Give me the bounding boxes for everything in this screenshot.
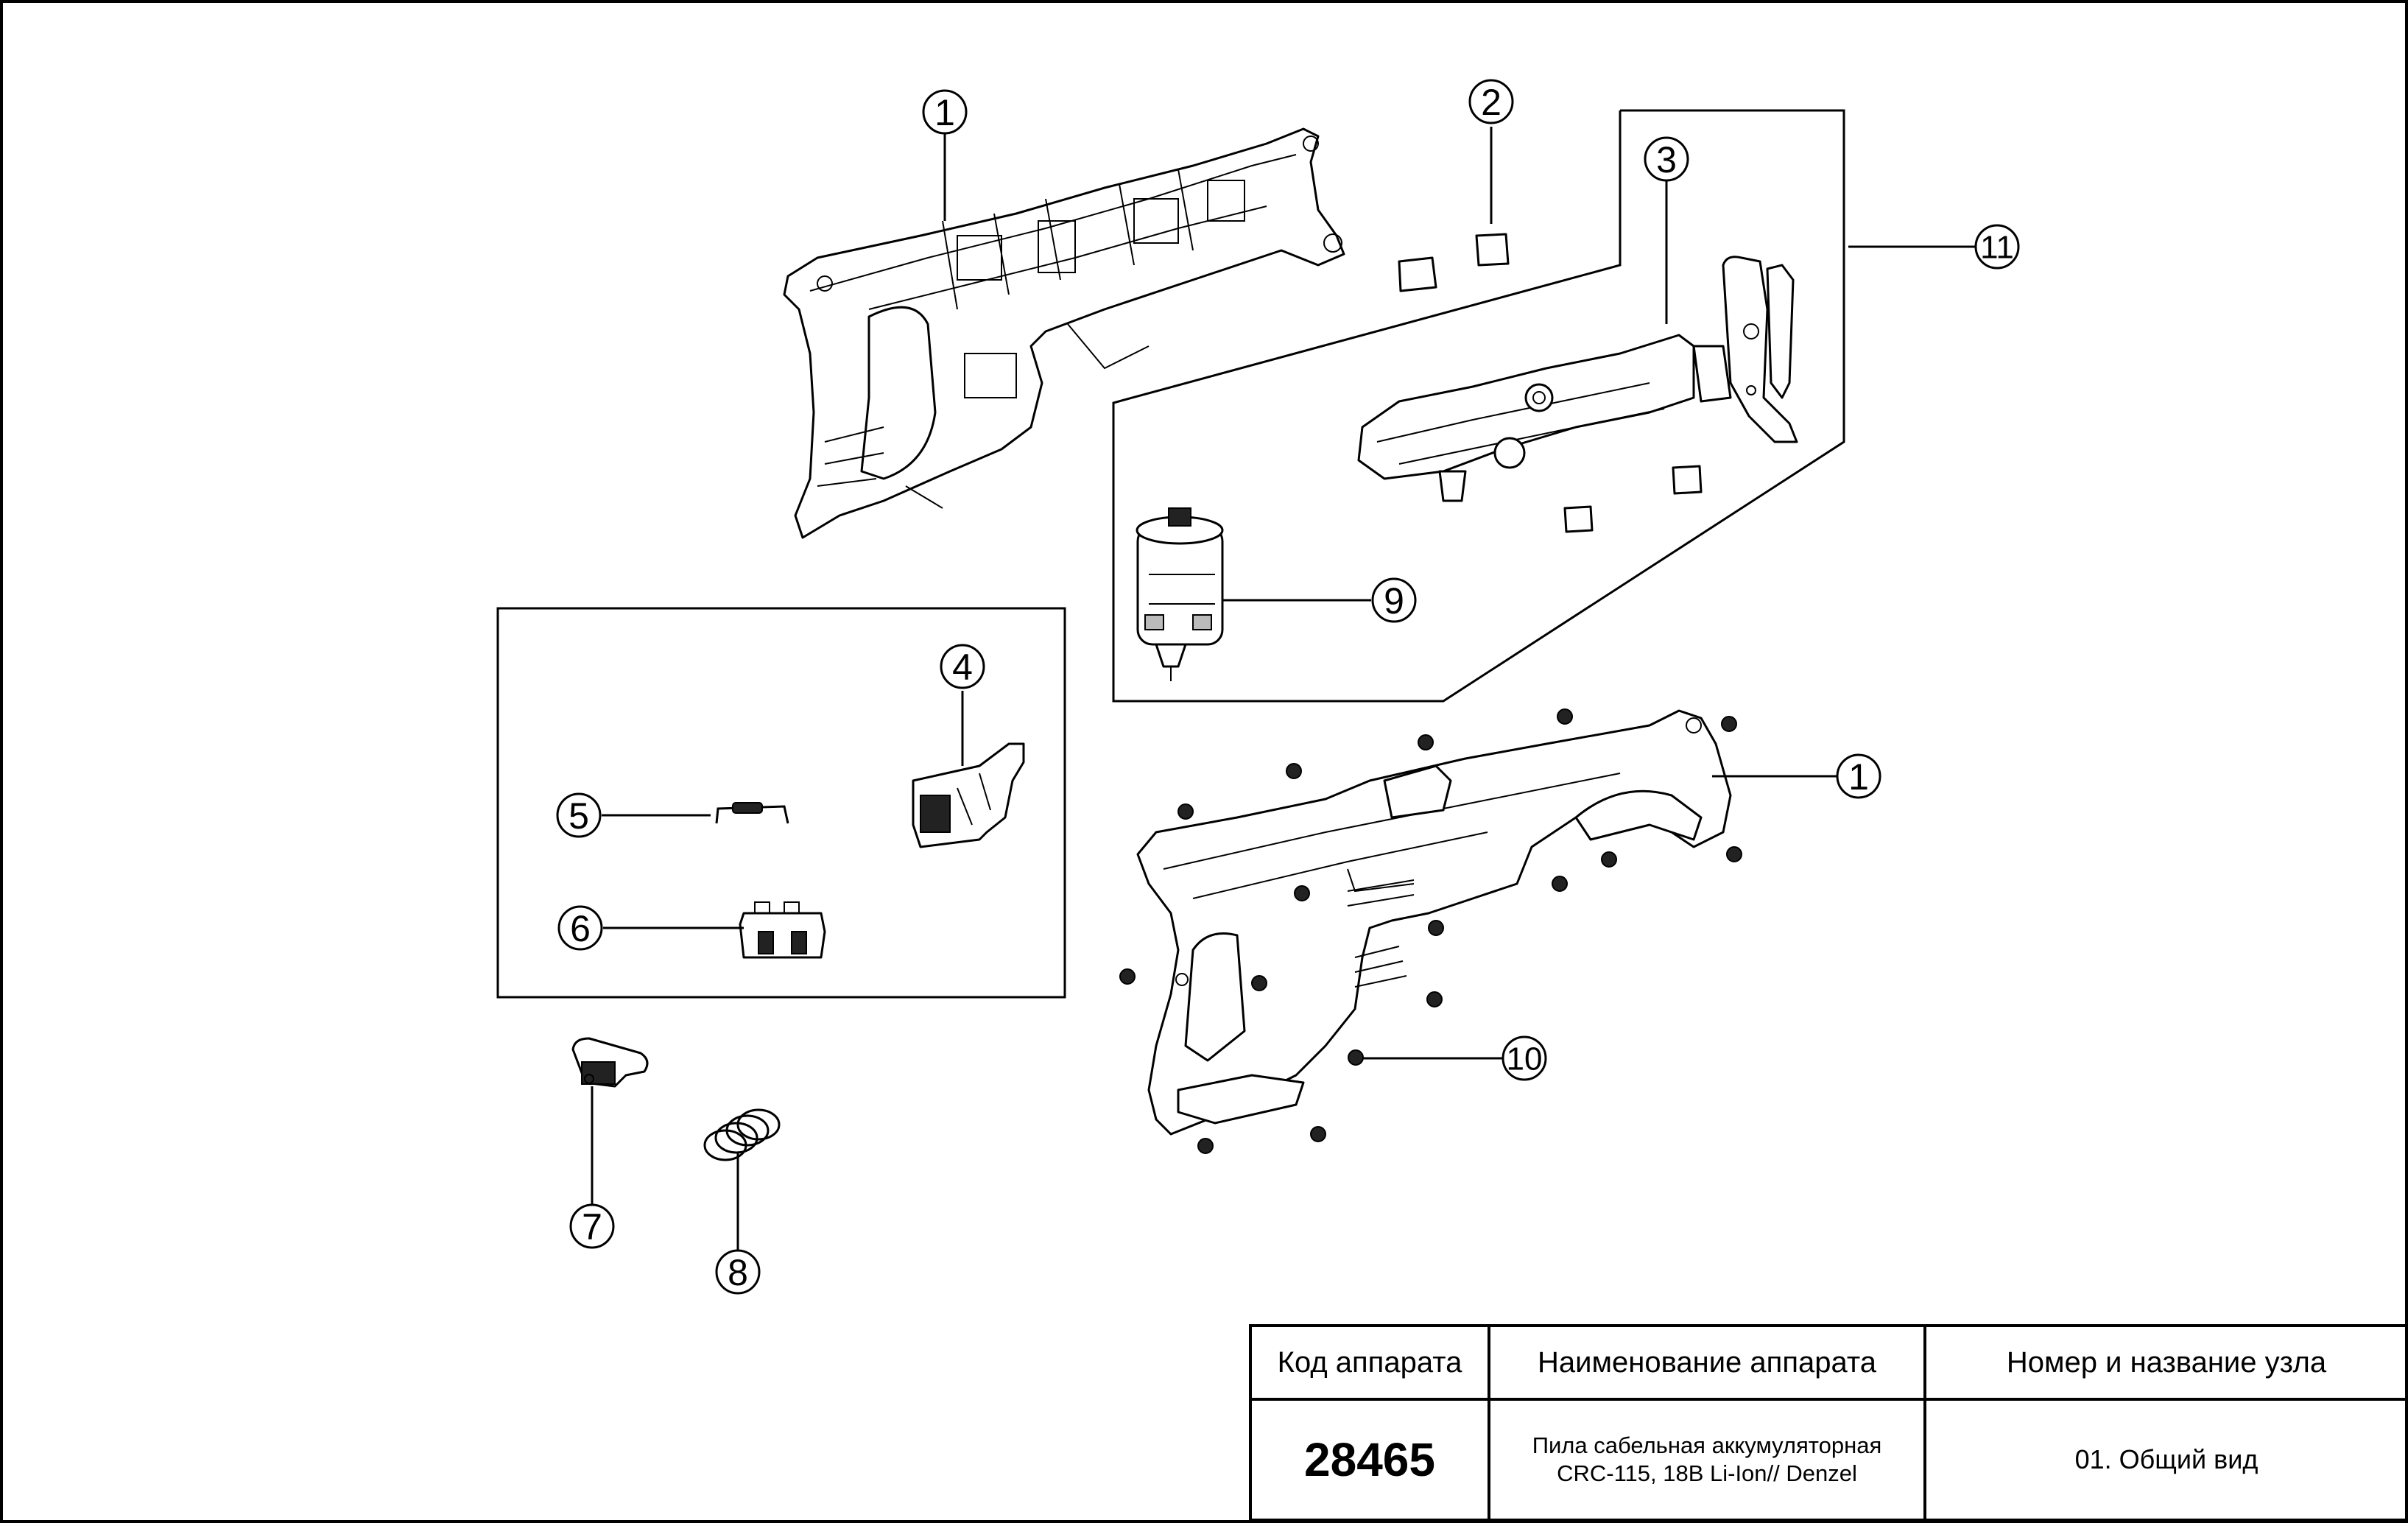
- node-name: 01. Общий вид: [1923, 1398, 2408, 1522]
- callout-11-gearbox-group: 11: [1935, 224, 2020, 270]
- code-header: Код аппарата: [1249, 1324, 1490, 1401]
- electric-motor: [1136, 507, 1224, 681]
- device-name: Пила сабельная аккумуляторная CRC-115, 1…: [1488, 1398, 1926, 1522]
- svg-text:9: 9: [1384, 580, 1404, 622]
- device-name-line1: Пила сабельная аккумуляторная: [1532, 1432, 1882, 1458]
- name-header: Наименование аппарата: [1488, 1324, 1926, 1401]
- callout-9-motor: 9: [1371, 577, 1417, 623]
- callout-7-led-holder: 7: [569, 1203, 615, 1249]
- assembled-reciprocating-saw: [1136, 709, 1732, 1136]
- svg-text:8: 8: [728, 1252, 748, 1293]
- housing-half-left: [783, 127, 1345, 539]
- housing-screws: [1119, 708, 1742, 1154]
- trigger-switch: [912, 742, 1025, 848]
- callout-5-spring-clip: 5: [556, 792, 602, 838]
- spring-clip: [715, 802, 789, 824]
- callout-10-screws: 10: [1502, 1035, 1547, 1081]
- svg-text:3: 3: [1656, 139, 1677, 180]
- callout-6-terminal-block: 6: [557, 905, 603, 951]
- svg-text:4: 4: [952, 647, 973, 688]
- callout-4-trigger-switch: 4: [940, 644, 985, 689]
- leader-lines: [591, 127, 1935, 1250]
- callout-1-assembled-saw: 1: [1836, 753, 1881, 799]
- callout-2-pads: 2: [1468, 79, 1514, 124]
- node-header: Номер и название узла: [1923, 1324, 2408, 1401]
- svg-text:7: 7: [582, 1206, 602, 1248]
- svg-text:10: 10: [1507, 1041, 1543, 1077]
- device-code: 28465: [1249, 1398, 1490, 1522]
- callout-3-gearbox: 3: [1644, 136, 1689, 182]
- svg-text:1: 1: [1848, 756, 1869, 798]
- terminal-block: [739, 901, 826, 959]
- coil-spring: [703, 1108, 781, 1161]
- callout-1-housing: 1: [922, 89, 968, 135]
- callout-8-spring: 8: [715, 1249, 761, 1295]
- switch-group-frame: [496, 607, 1066, 999]
- svg-text:2: 2: [1481, 82, 1502, 123]
- device-name-line2: CRC-115, 18В Li-Ion// Denzel: [1557, 1460, 1857, 1486]
- title-block: Код аппарата Наименование аппарата Номер…: [1249, 1324, 2408, 1522]
- svg-text:5: 5: [568, 795, 589, 837]
- led-holder: [571, 1037, 649, 1088]
- svg-text:6: 6: [570, 908, 591, 949]
- gearbox-group-frame: [1112, 109, 1845, 703]
- svg-text:1: 1: [934, 92, 955, 133]
- rubber-pads: [1398, 233, 1703, 533]
- svg-text:11: 11: [1980, 230, 2014, 266]
- gearbox-assembly: [1357, 256, 1798, 502]
